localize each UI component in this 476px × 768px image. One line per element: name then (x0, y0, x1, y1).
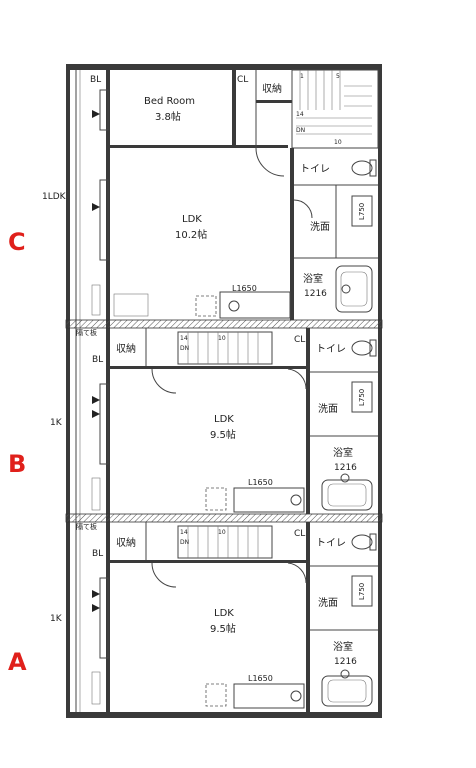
side-label-1k-bottom: 1K (50, 614, 63, 624)
window-arrows (92, 110, 100, 612)
unit-a-balcony-label: BL (92, 549, 103, 559)
unit-a-ldk-size: 9.5帖 (210, 622, 236, 635)
unit-a-bath-size: 1216 (334, 657, 357, 667)
unit-a (91, 522, 378, 712)
unit-b-storage-label: 収納 (116, 342, 136, 355)
unit-b-stair-dn: DN (180, 345, 189, 352)
unit-a-partition-label: 隔て板 (76, 522, 97, 531)
unit-a-stair-step-10: 10 (218, 529, 226, 536)
unit-b-balcony-label: BL (92, 355, 103, 365)
unit-c-stair-step-10: 10 (334, 139, 342, 146)
unit-c-bath-size: 1216 (304, 289, 327, 299)
unit-c-ldk-name: LDK (182, 214, 202, 225)
unit-c-stair-step-14: 14 (296, 111, 304, 118)
unit-c-balcony-label: BL (90, 75, 101, 85)
unit-c-bedroom-name: Bed Room (144, 96, 195, 107)
side-label-1ldk: 1LDK (42, 192, 67, 202)
divider-wall-b-a (65, 513, 383, 523)
unit-a-bath-name: 浴室 (333, 640, 353, 653)
unit-b-ldk-size: 9.5帖 (210, 428, 236, 441)
unit-c-storage-label: 収納 (262, 82, 282, 95)
unit-c-wash-length: L750 (358, 203, 366, 220)
unit-b-stair-step-10: 10 (218, 335, 226, 342)
unit-c-ldk-size: 10.2帖 (175, 228, 207, 241)
unit-b-stair-step-14: 14 (180, 335, 188, 342)
side-label-1k-middle: 1K (50, 418, 63, 428)
unit-b-closet-label: CL (294, 335, 305, 345)
unit-a-toilet-label: トイレ (316, 538, 346, 549)
unit-a-washroom-label: 洗面 (318, 597, 338, 609)
unit-letter-b: B (8, 450, 26, 478)
unit-c-toilet-label: トイレ (300, 164, 330, 175)
unit-c-closet-label: CL (237, 75, 248, 85)
unit-b (91, 328, 378, 514)
unit-b-washroom-label: 洗面 (318, 403, 338, 415)
unit-c-bath-name: 浴室 (303, 272, 323, 285)
unit-b-bath-size: 1216 (334, 463, 357, 473)
unit-a-ldk-name: LDK (214, 608, 234, 619)
unit-c (91, 69, 379, 320)
unit-c-kitchen-length: L1650 (232, 284, 257, 293)
unit-letter-a: A (8, 648, 27, 676)
unit-a-wash-length: L750 (358, 583, 366, 600)
unit-c-bedroom-size: 3.8帖 (155, 110, 181, 123)
unit-a-storage-label: 収納 (116, 536, 136, 549)
unit-c-washroom-label: 洗面 (310, 221, 330, 233)
unit-a-closet-label: CL (294, 529, 305, 539)
unit-letter-c: C (8, 228, 26, 256)
unit-c-stair-step-1: 1 (300, 73, 304, 80)
unit-a-stair-dn: DN (180, 539, 189, 546)
unit-c-stair-dn: DN (296, 127, 305, 134)
unit-a-stair-step-14: 14 (180, 529, 188, 536)
unit-b-kitchen-length: L1650 (248, 478, 273, 487)
unit-a-kitchen-length: L1650 (248, 674, 273, 683)
unit-b-ldk-name: LDK (214, 414, 234, 425)
unit-b-bath-name: 浴室 (333, 446, 353, 459)
unit-b-toilet-label: トイレ (316, 344, 346, 355)
unit-b-wash-length: L750 (358, 389, 366, 406)
divider-wall-c-b (65, 319, 383, 329)
unit-b-partition-label: 隔て板 (76, 328, 97, 337)
unit-c-stair-step-5: 5 (336, 73, 340, 80)
outer-walls (66, 64, 382, 718)
